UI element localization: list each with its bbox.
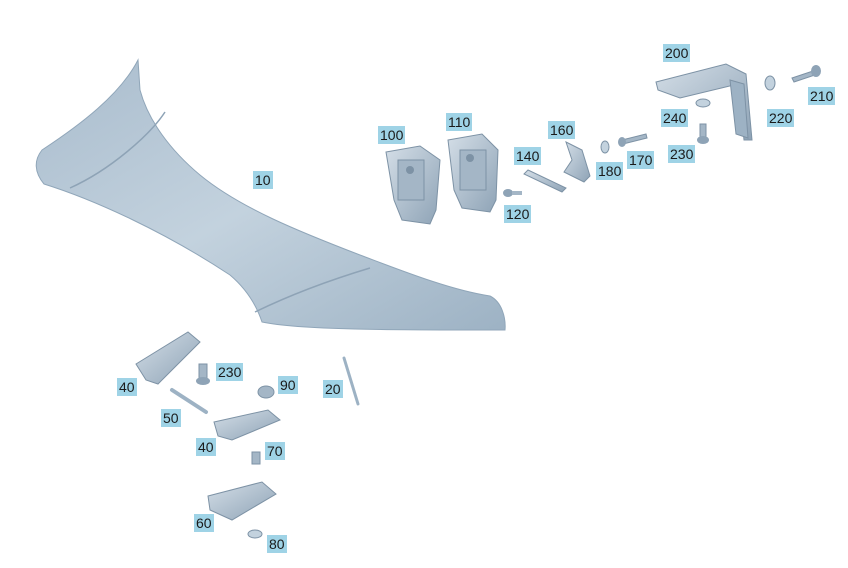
label-240: 240 (661, 109, 689, 127)
washer-80 (247, 529, 263, 539)
hinge-40-upper (135, 331, 201, 385)
label-40-upper: 40 (117, 378, 137, 396)
pin-50 (170, 388, 208, 414)
label-230-upper: 230 (668, 145, 696, 163)
bolt-230-top (697, 123, 709, 144)
label-100: 100 (378, 126, 406, 144)
washer-180 (600, 140, 610, 154)
bolt-170 (618, 133, 648, 147)
washer-220 (764, 75, 776, 91)
label-60: 60 (194, 514, 214, 532)
label-230-lower: 230 (216, 363, 244, 381)
label-180: 180 (596, 162, 624, 180)
label-170: 170 (627, 151, 655, 169)
label-160: 160 (548, 121, 576, 139)
bolt-230-lower (196, 363, 210, 385)
label-140: 140 (514, 147, 542, 165)
screw-120 (503, 189, 522, 197)
label-40-lower: 40 (196, 438, 216, 456)
strip-140 (523, 169, 567, 193)
label-110: 110 (446, 113, 473, 131)
label-80: 80 (267, 535, 287, 553)
rod-20 (342, 356, 360, 406)
label-120: 120 (504, 205, 532, 223)
label-20: 20 (323, 380, 343, 398)
bolt-70 (251, 451, 261, 465)
bracket-200 (655, 63, 753, 141)
mounting-block-100 (385, 145, 441, 225)
hinge-40-lower (213, 409, 281, 441)
label-70: 70 (265, 442, 285, 460)
nut-90 (257, 385, 275, 399)
label-220: 220 (767, 109, 795, 127)
label-200: 200 (663, 44, 691, 62)
label-210: 210 (808, 87, 836, 105)
washer-240 (695, 98, 711, 108)
spoiler-wing (35, 58, 506, 331)
bolt-210 (791, 65, 821, 83)
label-10: 10 (253, 171, 273, 189)
label-90: 90 (278, 376, 298, 394)
mounting-block-110 (447, 133, 499, 213)
clip-160 (563, 141, 591, 183)
plate-60 (207, 481, 277, 521)
label-50: 50 (161, 409, 181, 427)
